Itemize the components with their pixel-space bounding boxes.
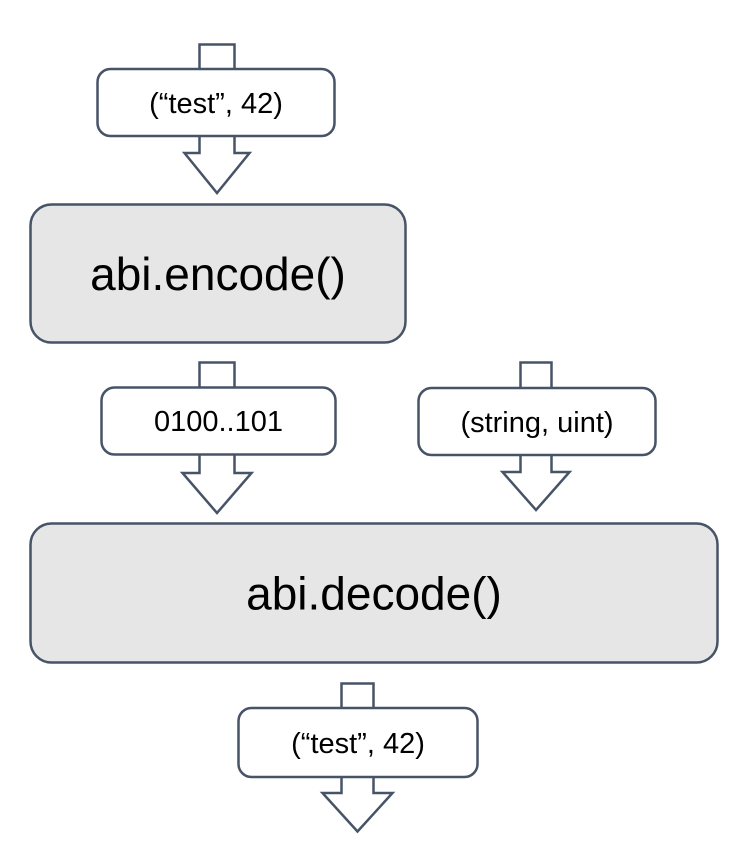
down-arrow-types-to-decode-icon — [499, 447, 573, 512]
down-arrow-bytes-to-decode-icon — [179, 447, 255, 515]
type-tuple-box — [417, 386, 657, 457]
abi-encode-label: abi.encode() — [90, 248, 346, 300]
encoded-bytes-label: 0100..101 — [154, 406, 283, 438]
abi-decode-box — [29, 522, 719, 664]
encoded-bytes-box — [100, 386, 337, 456]
input-tuple-label: (“test”, 42) — [149, 88, 283, 120]
output-tuple-label: (“test”, 42) — [291, 728, 425, 760]
abi-encode-box — [29, 203, 407, 344]
type-tuple-label: (string, uint) — [460, 407, 613, 439]
diagram-nodes: (“test”, 42) abi.encode() 0100..101 (str… — [29, 67, 719, 779]
down-arrow-output-icon — [319, 767, 396, 834]
input-tuple-box — [96, 67, 336, 138]
abi-decode-label: abi.decode() — [246, 568, 502, 620]
down-arrow-input-to-encode-icon — [181, 129, 253, 195]
output-tuple-box — [237, 706, 479, 779]
